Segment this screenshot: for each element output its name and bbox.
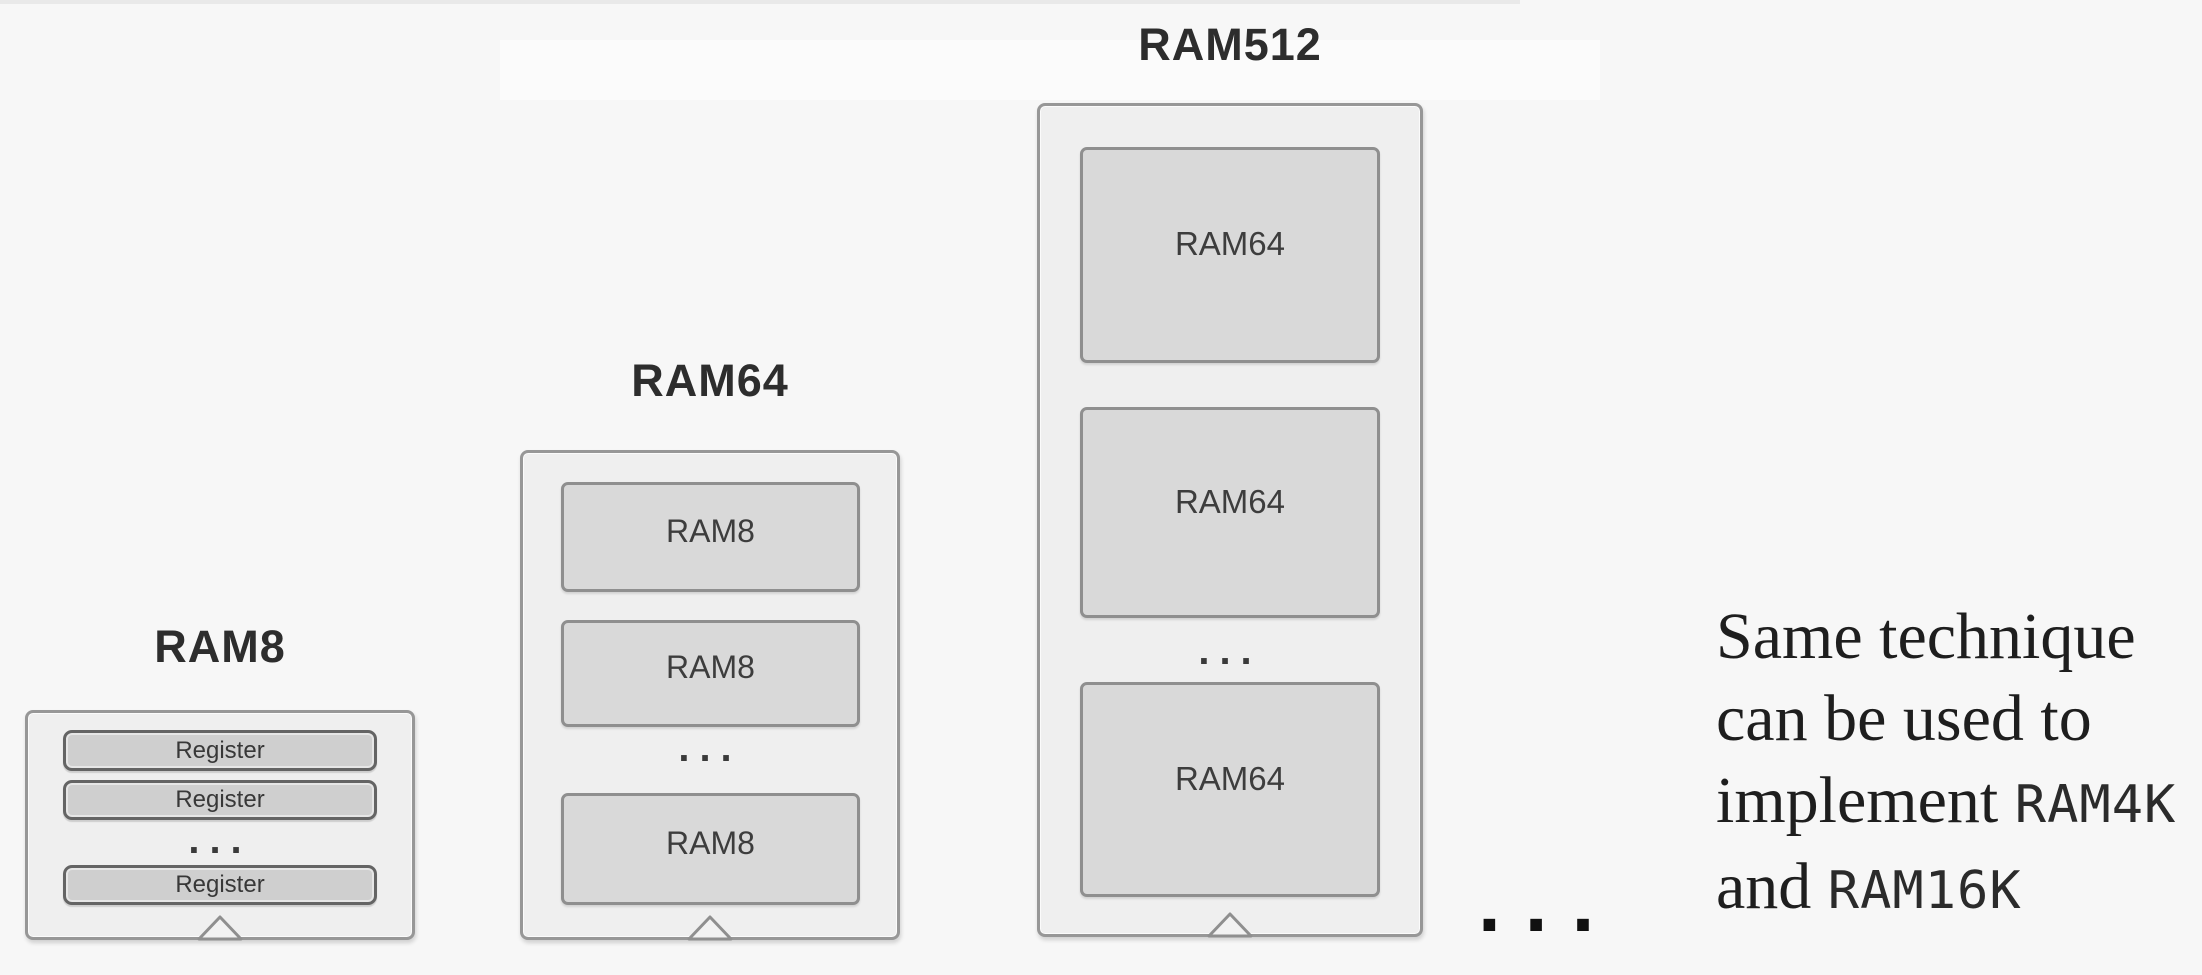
note-line-4-text: and xyxy=(1716,850,1812,923)
chip-title-ram512: RAM512 xyxy=(1138,19,1322,70)
unit-ram64-2: RAM64 xyxy=(1080,407,1380,618)
input-triangle-icon xyxy=(1207,912,1253,938)
ellipsis-ram512: ... xyxy=(1198,629,1262,673)
ellipsis-ram8: ... xyxy=(188,818,252,862)
mid-artifact-band xyxy=(500,40,1600,100)
note-line-3-text: implement xyxy=(1716,764,1999,837)
unit-ram64-1: RAM64 xyxy=(1080,147,1380,363)
unit-ram8-1: RAM8 xyxy=(561,482,860,592)
chip-title-ram64: RAM64 xyxy=(631,355,789,406)
note-line-1: Same technique xyxy=(1716,600,2136,673)
unit-register-1: Register xyxy=(63,730,377,771)
unit-ram64-3: RAM64 xyxy=(1080,682,1380,897)
unit-ram8-3: RAM8 xyxy=(561,793,860,905)
chip-box-ram8: Register Register ... Register xyxy=(25,710,415,941)
note-line-4: and RAM16K xyxy=(1716,846,2202,932)
note-line-2: can be used to xyxy=(1716,682,2092,755)
input-triangle-icon xyxy=(197,915,243,941)
ellipsis-ram64: ... xyxy=(678,726,742,770)
unit-register-2: Register xyxy=(63,780,377,820)
input-triangle-icon xyxy=(687,915,733,941)
note-line-3: implement RAM4K xyxy=(1716,760,2202,846)
chip-name-ram4k: RAM4K xyxy=(2014,775,2177,835)
note-text: Same technique can be used to implement … xyxy=(1716,596,2202,932)
top-artifact-band xyxy=(0,0,1520,4)
big-ellipsis: ... xyxy=(1478,858,1619,949)
unit-register-3: Register xyxy=(63,865,377,905)
unit-ram8-2: RAM8 xyxy=(561,620,860,727)
chip-title-ram8: RAM8 xyxy=(154,621,286,672)
chip-name-ram16k: RAM16K xyxy=(1827,861,2022,921)
chip-box-ram512: RAM64 RAM64 ... RAM64 xyxy=(1037,103,1423,938)
chip-box-ram64: RAM8 RAM8 ... RAM8 xyxy=(520,450,900,941)
